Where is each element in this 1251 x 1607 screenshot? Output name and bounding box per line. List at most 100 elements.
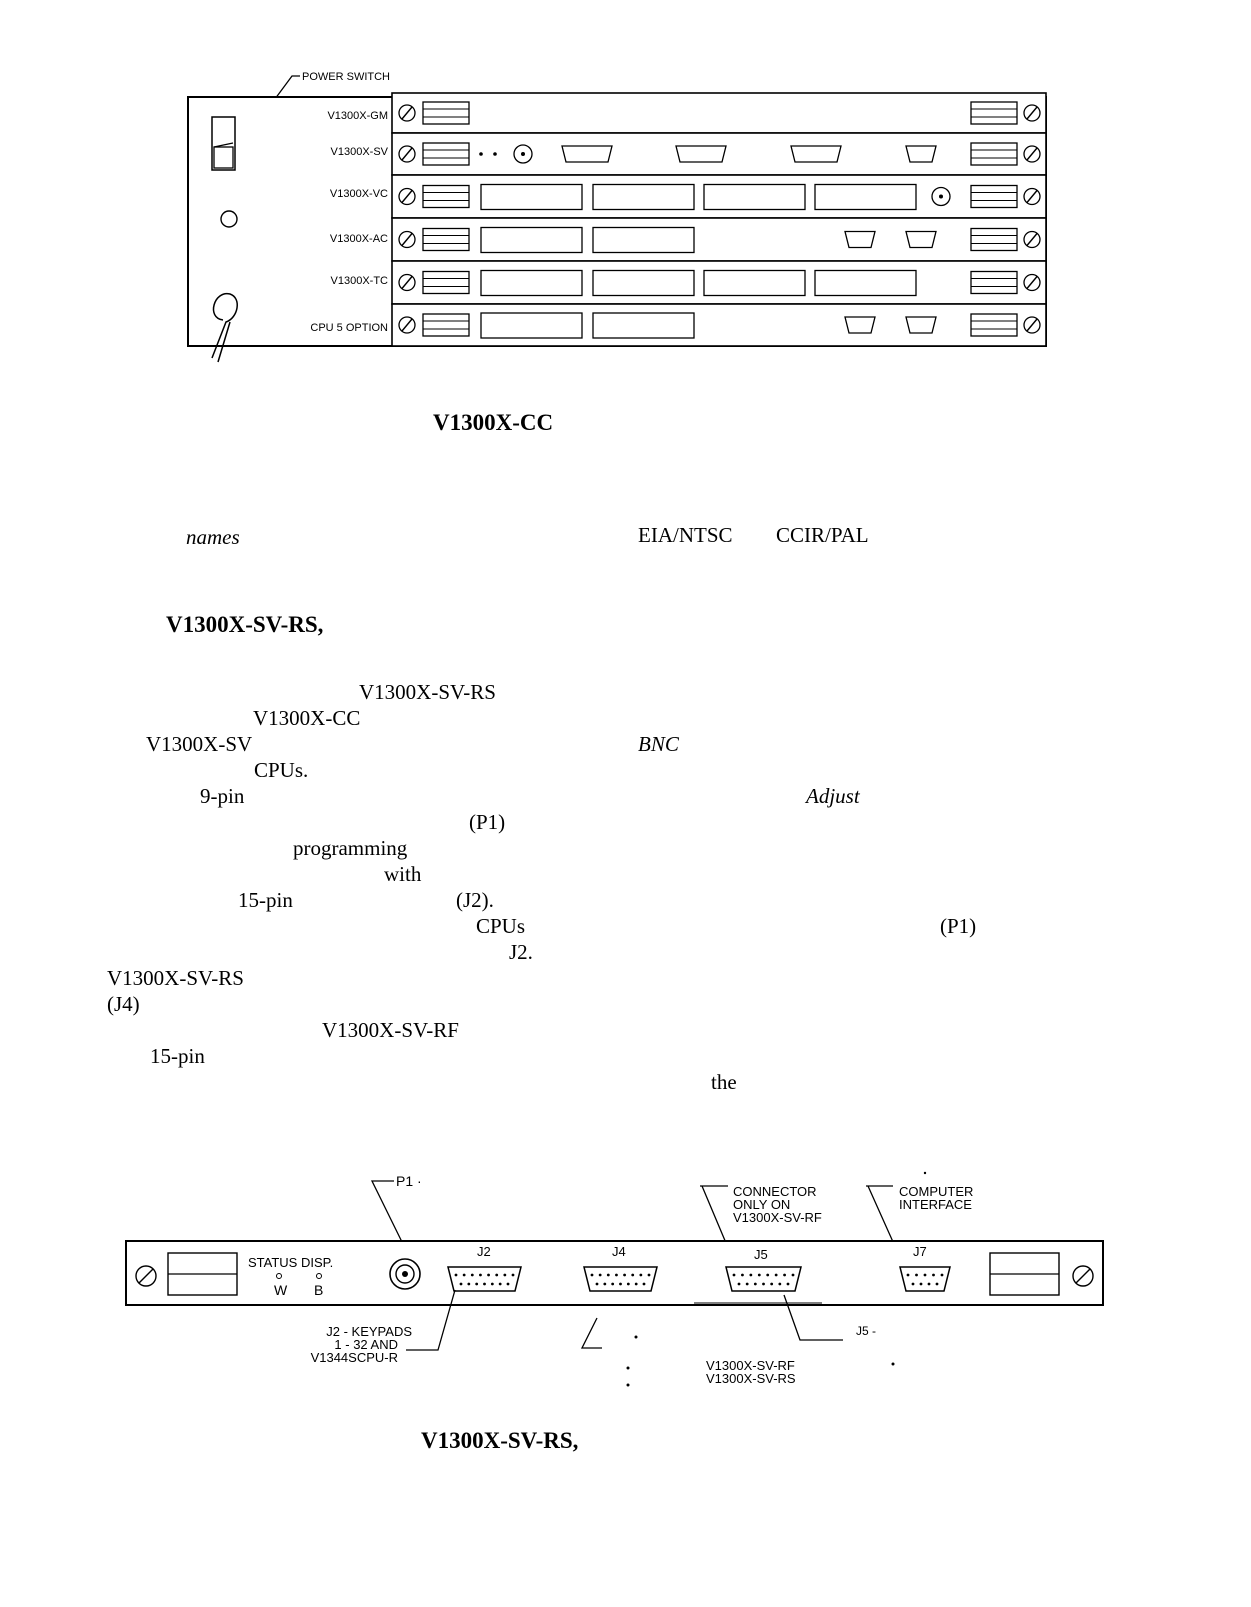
- j7-label: J7: [913, 1244, 927, 1259]
- slot-handle-icon: [970, 184, 1018, 209]
- text-adjust: Adjust: [806, 784, 860, 808]
- slot-connector-icon: [790, 145, 842, 163]
- j2-desc-1: J2 - KEYPADS: [326, 1324, 412, 1339]
- module-label-vc: V1300X-VC: [330, 188, 388, 200]
- text-9pin: 9-pin: [200, 784, 245, 808]
- text-cpus-2: CPUs: [476, 914, 526, 938]
- text-sv-rf: V1300X-SV-RF: [322, 1018, 459, 1042]
- slot-handle-icon: [970, 227, 1018, 252]
- module-slot-gm: [391, 92, 1047, 134]
- status-led-w-label: W: [274, 1282, 288, 1298]
- text-15pin-a: 15-pin: [238, 888, 293, 912]
- text-p1-b: (P1): [940, 914, 977, 938]
- slot-handle-icon: [422, 227, 470, 252]
- text-the: the: [711, 1070, 737, 1094]
- slot-panel: [480, 269, 583, 297]
- text-p1-a: (P1): [469, 810, 506, 834]
- slot-panel: [814, 269, 917, 297]
- status-led-b-label: B: [314, 1282, 323, 1298]
- text-eia-ntsc: EIA/NTSC: [638, 523, 733, 547]
- j5-desc: J5 -: [856, 1324, 876, 1338]
- chassis-diagram: POWER SWITCH V1300X-GM V1300X-SV V1300X-…: [187, 71, 1047, 363]
- status-display-label: STATUS DISP.: [248, 1255, 333, 1270]
- module-label-gm: V1300X-GM: [327, 110, 388, 122]
- text-names: names: [186, 525, 240, 549]
- slot-handle-icon: [422, 184, 470, 209]
- status-led-w-icon: [276, 1273, 282, 1279]
- power-switch-icon: [211, 116, 236, 171]
- j5-models-1: V1300X-SV-RF: [706, 1358, 795, 1373]
- slot-panel: [703, 183, 806, 211]
- slot-connector-icon: [905, 230, 937, 249]
- slot-handle-icon: [422, 270, 470, 295]
- j7-connector-icon: [899, 1266, 951, 1292]
- slot-handle-icon: [970, 142, 1018, 166]
- text-with: with: [384, 862, 422, 886]
- module-slots: [391, 92, 1047, 347]
- j2-desc-2: 1 - 32 AND: [334, 1337, 398, 1352]
- slot-handle-icon: [970, 313, 1018, 337]
- text-programming: programming: [293, 836, 408, 860]
- j2-connector-icon: [447, 1266, 522, 1292]
- slot-panel: [814, 183, 917, 211]
- slot-panel: [592, 269, 695, 297]
- module-label-cpu5: CPU 5 OPTION: [310, 322, 388, 334]
- slot-panel: [703, 269, 806, 297]
- j2-desc-3: V1344SCPU-R: [311, 1350, 398, 1365]
- connector-only-label-1: CONNECTOR: [733, 1184, 817, 1199]
- j5-label: J5: [754, 1247, 768, 1262]
- panel-handle-left-icon: [167, 1252, 238, 1296]
- j2-label: J2: [477, 1244, 491, 1259]
- figure1-caption: V1300X-CC: [433, 410, 554, 435]
- module-label-ac: V1300X-AC: [330, 233, 388, 245]
- figure2-caption: V1300X-SV-RS,: [421, 1428, 579, 1453]
- computer-interface-label-1: COMPUTER: [899, 1184, 973, 1199]
- slot-handle-icon: [970, 101, 1018, 125]
- text-ccir-pal: CCIR/PAL: [776, 523, 869, 547]
- power-switch-label: POWER SWITCH: [302, 71, 390, 83]
- text-j2-a: (J2).: [456, 888, 494, 912]
- text-sv: V1300X-SV: [146, 732, 253, 756]
- slot-connector-icon: [844, 316, 876, 334]
- slot-connector-icon: [675, 145, 727, 163]
- bnc-connector-p1-icon: [389, 1258, 421, 1290]
- slot-handle-icon: [970, 270, 1018, 295]
- slot-connector-icon: [561, 145, 613, 163]
- j5-models-2: V1300X-SV-RS: [706, 1371, 796, 1386]
- text-cpus-1: CPUs.: [254, 758, 309, 782]
- heading-sv-rs: V1300X-SV-RS,: [166, 612, 324, 637]
- slot-connector-icon: [844, 230, 876, 249]
- slot-panel: [480, 226, 583, 254]
- panel-handle-right-icon: [989, 1252, 1060, 1296]
- module-label-sv: V1300X-SV: [331, 146, 389, 158]
- computer-interface-label-2: INTERFACE: [899, 1197, 972, 1212]
- text-j2-b: J2.: [509, 940, 533, 964]
- text-bnc: BNC: [638, 732, 679, 756]
- module-label-tc: V1300X-TC: [331, 275, 389, 287]
- text-sv-rs-1: V1300X-SV-RS: [359, 680, 496, 704]
- slot-connector-icon: [905, 316, 937, 334]
- connector-only-label-3: V1300X-SV-RF: [733, 1210, 822, 1225]
- j4-label: J4: [612, 1244, 626, 1259]
- text-15pin-b: 15-pin: [150, 1044, 205, 1068]
- text-j4: (J4): [107, 992, 140, 1016]
- slot-panel: [480, 312, 583, 339]
- slot-connector-icon: [905, 145, 937, 163]
- slot-handle-icon: [422, 142, 470, 166]
- slot-handle-icon: [422, 101, 470, 125]
- connector-only-label-2: ONLY ON: [733, 1197, 790, 1212]
- status-led-b-icon: [316, 1273, 322, 1279]
- panel-screw-right-icon: [1072, 1265, 1094, 1287]
- j5-connector-icon: [725, 1266, 802, 1292]
- j4-connector-icon: [583, 1266, 658, 1292]
- slot-panel: [592, 312, 695, 339]
- slot-panel: [592, 183, 695, 211]
- slot-panel: [480, 183, 583, 211]
- slot-panel: [592, 226, 695, 254]
- power-cord-icon: [211, 293, 238, 363]
- slot-handle-icon: [422, 313, 470, 337]
- power-led-icon: [220, 210, 238, 228]
- panel-screw-left-icon: [135, 1265, 157, 1287]
- text-sv-rs-2: V1300X-SV-RS: [107, 966, 244, 990]
- text-cc: V1300X-CC: [253, 706, 361, 730]
